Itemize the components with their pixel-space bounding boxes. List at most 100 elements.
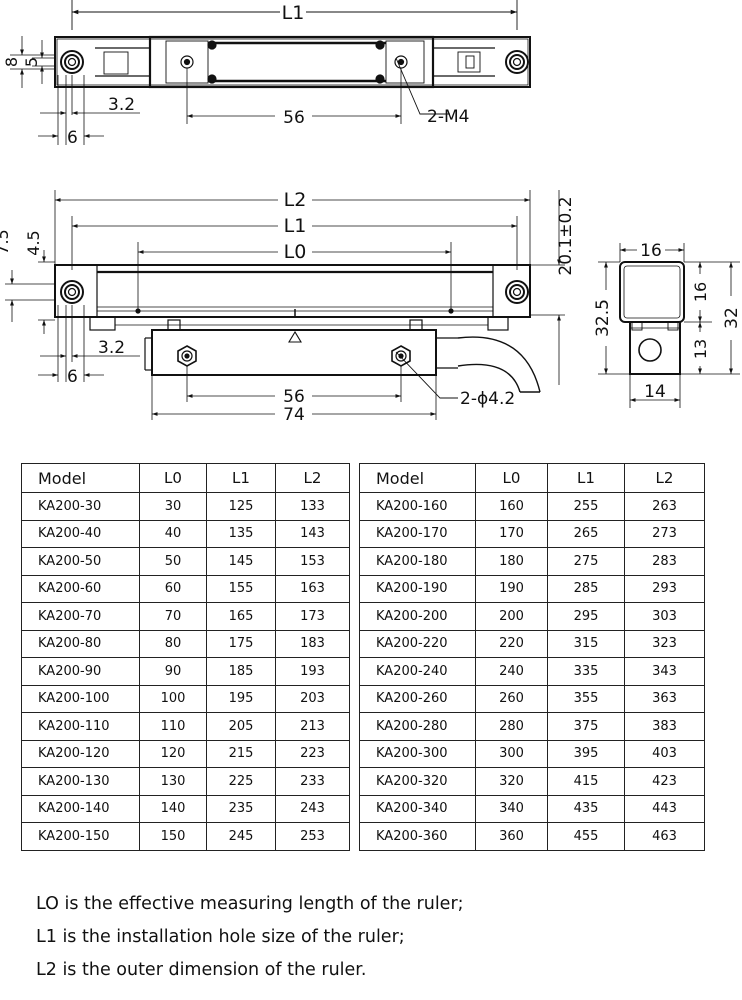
l1-cell: 395 bbox=[547, 739, 625, 768]
l0-cell: 130 bbox=[139, 767, 207, 796]
dim-top-6: 6 bbox=[67, 128, 78, 148]
column-separator bbox=[349, 657, 360, 685]
header-l0: L0 bbox=[139, 463, 207, 493]
l2-cell: 403 bbox=[624, 739, 705, 768]
l0-cell: 190 bbox=[475, 574, 548, 603]
l0-cell: 90 bbox=[139, 657, 207, 686]
l2-cell: 153 bbox=[275, 547, 350, 576]
l2-cell: 203 bbox=[275, 684, 350, 713]
l2-cell: 243 bbox=[275, 794, 350, 823]
front-reading-head bbox=[151, 329, 437, 376]
dim-front-6: 6 bbox=[67, 367, 78, 387]
l0-cell: 30 bbox=[139, 492, 207, 521]
l2-cell: 253 bbox=[275, 822, 350, 851]
l2-cell: 383 bbox=[624, 712, 705, 741]
l0-cell: 200 bbox=[475, 602, 548, 631]
model-cell: KA200-140 bbox=[21, 794, 140, 823]
l0-cell: 150 bbox=[139, 822, 207, 851]
l2-cell: 293 bbox=[624, 574, 705, 603]
dim-side-16-top: 16 bbox=[640, 241, 662, 261]
l1-cell: 355 bbox=[547, 684, 625, 713]
l0-cell: 240 bbox=[475, 657, 548, 686]
l2-cell: 133 bbox=[275, 492, 350, 521]
l0-cell: 180 bbox=[475, 547, 548, 576]
l1-cell: 265 bbox=[547, 519, 625, 548]
side-view bbox=[598, 243, 740, 408]
top-reading-head bbox=[148, 35, 435, 89]
l1-cell: 225 bbox=[206, 767, 276, 796]
dim-front-L0: L0 bbox=[284, 241, 307, 263]
l0-cell: 340 bbox=[475, 794, 548, 823]
l0-cell: 70 bbox=[139, 602, 207, 631]
dim-top-3-2: 3.2 bbox=[108, 95, 135, 115]
l1-cell: 135 bbox=[206, 519, 276, 548]
model-cell: KA200-160 bbox=[359, 492, 476, 521]
model-cell: KA200-300 bbox=[359, 739, 476, 768]
model-cell: KA200-190 bbox=[359, 574, 476, 603]
l1-cell: 175 bbox=[206, 629, 276, 658]
dim-top-5: 5 bbox=[22, 57, 41, 67]
dim-front-L2: L2 bbox=[284, 189, 307, 211]
header-l1: L1 bbox=[547, 463, 625, 493]
l1-cell: 155 bbox=[206, 574, 276, 603]
column-separator bbox=[349, 492, 360, 520]
model-cell: KA200-320 bbox=[359, 767, 476, 796]
l0-cell: 160 bbox=[475, 492, 548, 521]
l2-cell: 183 bbox=[275, 629, 350, 658]
model-cell: KA200-80 bbox=[21, 629, 140, 658]
dim-side-14: 14 bbox=[644, 382, 666, 402]
l2-cell: 233 bbox=[275, 767, 350, 796]
model-cell: KA200-90 bbox=[21, 657, 140, 686]
l2-cell: 163 bbox=[275, 574, 350, 603]
column-separator bbox=[349, 795, 360, 823]
l2-cell: 223 bbox=[275, 739, 350, 768]
model-cell: KA200-170 bbox=[359, 519, 476, 548]
label-front-hole: 2-ϕ4.2 bbox=[460, 389, 515, 409]
l0-cell: 80 bbox=[139, 629, 207, 658]
l0-cell: 140 bbox=[139, 794, 207, 823]
header-l2: L2 bbox=[275, 463, 350, 493]
l2-cell: 213 bbox=[275, 712, 350, 741]
l0-cell: 220 bbox=[475, 629, 548, 658]
l0-cell: 120 bbox=[139, 739, 207, 768]
l1-cell: 315 bbox=[547, 629, 625, 658]
model-cell: KA200-200 bbox=[359, 602, 476, 631]
model-cell: KA200-40 bbox=[21, 519, 140, 548]
model-cell: KA200-100 bbox=[21, 684, 140, 713]
l2-cell: 143 bbox=[275, 519, 350, 548]
l1-cell: 455 bbox=[547, 822, 625, 851]
model-cell: KA200-120 bbox=[21, 739, 140, 768]
model-cell: KA200-220 bbox=[359, 629, 476, 658]
l2-cell: 423 bbox=[624, 767, 705, 796]
model-cell: KA200-60 bbox=[21, 574, 140, 603]
l1-cell: 245 bbox=[206, 822, 276, 851]
l1-cell: 255 bbox=[547, 492, 625, 521]
dim-front-7-5: 7.5 bbox=[0, 229, 12, 254]
model-cell: KA200-110 bbox=[21, 712, 140, 741]
l1-cell: 375 bbox=[547, 712, 625, 741]
l1-cell: 275 bbox=[547, 547, 625, 576]
model-cell: KA200-180 bbox=[359, 547, 476, 576]
l2-cell: 463 bbox=[624, 822, 705, 851]
notes: LO is the effective measuring length of … bbox=[36, 888, 464, 987]
note-l2: L2 is the outer dimension of the ruler. bbox=[36, 960, 367, 980]
column-separator bbox=[349, 575, 360, 603]
l0-cell: 50 bbox=[139, 547, 207, 576]
note-l1: L1 is the installation hole size of the … bbox=[36, 927, 405, 947]
l2-cell: 273 bbox=[624, 519, 705, 548]
dim-top-L1: L1 bbox=[282, 2, 305, 24]
top-view bbox=[10, 0, 531, 145]
l0-cell: 320 bbox=[475, 767, 548, 796]
dim-top-8: 8 bbox=[2, 57, 21, 67]
dim-front-56: 56 bbox=[283, 387, 305, 407]
l0-cell: 360 bbox=[475, 822, 548, 851]
model-cell: KA200-50 bbox=[21, 547, 140, 576]
l0-cell: 60 bbox=[139, 574, 207, 603]
l1-cell: 185 bbox=[206, 657, 276, 686]
